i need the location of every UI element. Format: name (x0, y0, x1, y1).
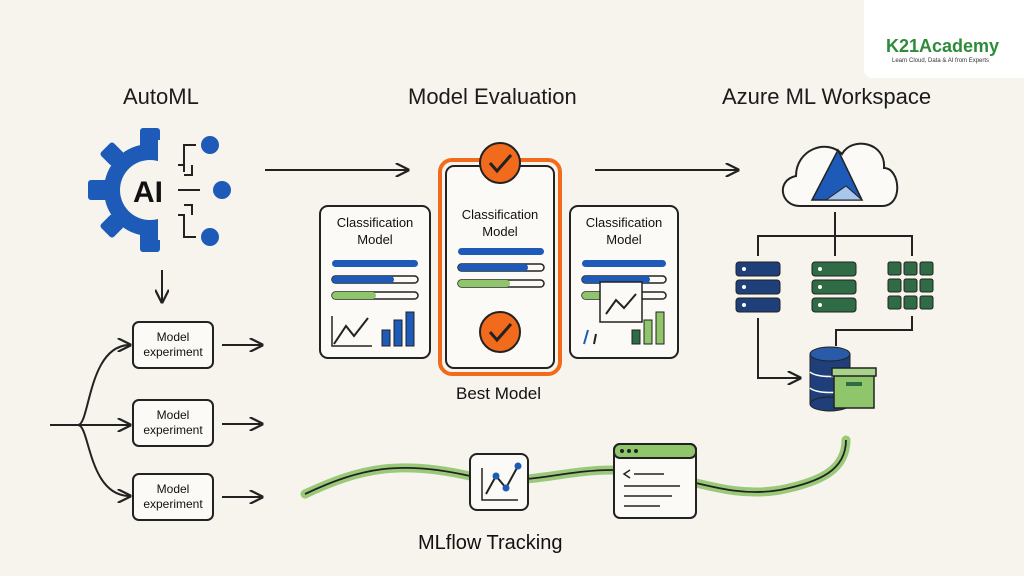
server-rack-icon (735, 261, 781, 313)
classification-card-1 (319, 205, 431, 359)
classification-card-3 (569, 205, 679, 359)
card-label: Classification Model (336, 215, 414, 247)
check-icon (479, 311, 521, 353)
best-model-label: Best Model (456, 384, 542, 403)
section-title-evaluation: Model Evaluation (408, 84, 577, 109)
tracking-path (300, 435, 851, 499)
card-label: Classification Model (461, 207, 539, 239)
mlflow-tracking-label: MLflow Tracking (418, 532, 563, 554)
card-label: Classification Model (585, 215, 663, 247)
model-experiment-box: Model experiment (132, 399, 214, 447)
logo-tagline: Learn Cloud, Data & AI from Experts (892, 58, 990, 64)
azure-cloud-icon (781, 142, 899, 207)
tracking-chart-icon (469, 453, 529, 511)
automl-node-icons (178, 144, 200, 238)
check-icon (479, 142, 521, 184)
archive-box-icon (831, 367, 877, 409)
code-window-icon (613, 443, 697, 519)
section-title-automl: AutoML (123, 84, 199, 109)
section-title-workspace: Azure ML Workspace (722, 84, 932, 109)
experiment-label: Model experiment (143, 330, 203, 359)
logo-name: K21Academy (886, 36, 1000, 56)
ai-badge-text: AI (133, 176, 163, 209)
server-rack-icon (811, 261, 857, 313)
model-experiment-box: Model experiment (132, 473, 214, 521)
grid-compute-icon (887, 261, 934, 310)
experiment-label: Model experiment (143, 408, 203, 437)
k21academy-logo: K21Academy Learn Cloud, Data & AI from E… (864, 0, 1024, 78)
gear-icon: AI (88, 128, 198, 252)
model-experiment-box: Model experiment (132, 321, 214, 369)
experiment-label: Model experiment (143, 482, 203, 511)
